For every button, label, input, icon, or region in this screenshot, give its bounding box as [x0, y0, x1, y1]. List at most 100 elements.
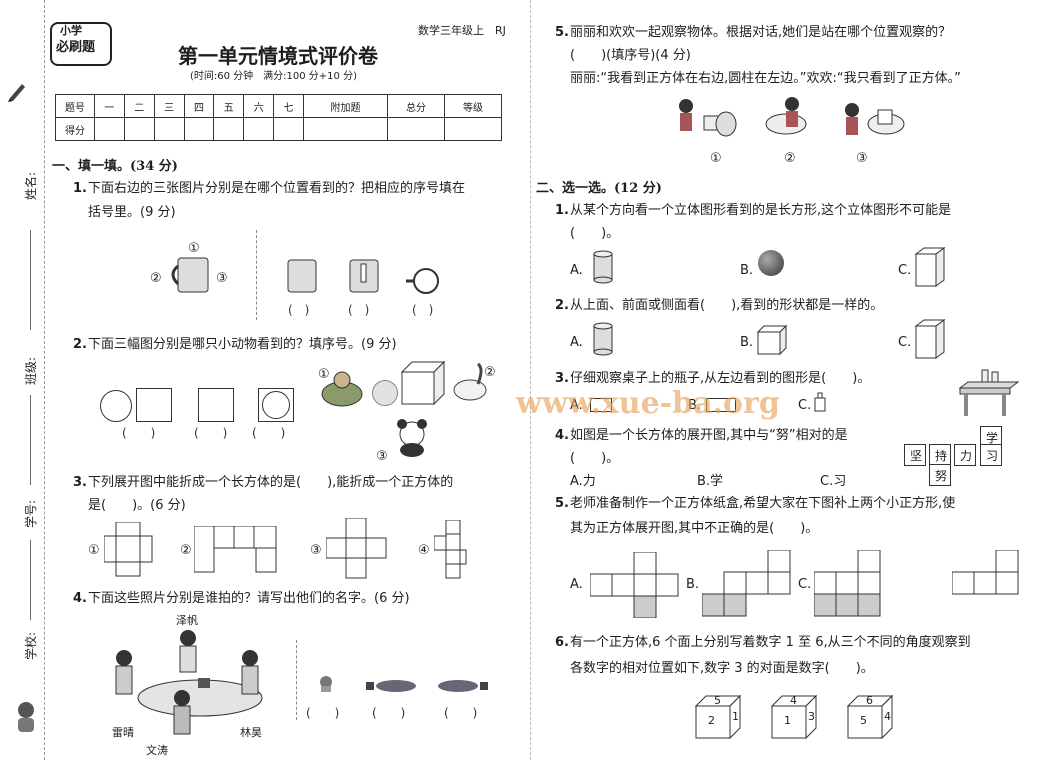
- s2-q1-text-2: ( )。: [570, 226, 620, 241]
- q4-blank-1[interactable]: ( ): [306, 706, 340, 720]
- panda-illustration: [392, 418, 432, 458]
- s2-q1-number: 1.: [555, 203, 569, 218]
- watermark: www.xue-ba.org: [516, 386, 780, 421]
- logo-line-2: 必刷题: [56, 40, 96, 55]
- cube-object: [400, 360, 446, 406]
- q3-number: 3.: [73, 475, 87, 490]
- s2-q3-option-c[interactable]: C.: [798, 398, 812, 413]
- net-cell: 努: [929, 464, 951, 486]
- score-header-cell: 五: [213, 94, 245, 118]
- q4-blank-2[interactable]: ( ): [372, 706, 406, 720]
- s2-q3-number: 3.: [555, 371, 569, 386]
- bottle-view-a: [590, 398, 612, 412]
- score-cell[interactable]: [387, 117, 445, 141]
- score-header-cell: 题号: [55, 94, 95, 118]
- net-4: [433, 519, 468, 580]
- logo-line-1: 小学: [60, 24, 82, 37]
- net-given: [951, 549, 1022, 596]
- q1-blank-1[interactable]: ( ): [288, 303, 310, 317]
- s2-q6-text-2: 各数字的相对位置如下,数字 3 的对面是数字( )。: [570, 661, 874, 676]
- cube-side-number: 1: [732, 710, 739, 723]
- score-header-cell: 三: [153, 94, 185, 118]
- s2-q3-option-b[interactable]: B.: [688, 398, 702, 413]
- q1-mark-3: ③: [216, 271, 228, 286]
- net-1: [103, 521, 154, 578]
- net-3: [325, 517, 392, 580]
- q2-mark-2: ②: [484, 365, 496, 380]
- cuboid-tall-shape: [914, 246, 946, 288]
- name-field-line: [30, 230, 31, 330]
- mug-view-top: [404, 266, 446, 296]
- s2-q5-option-b[interactable]: B.: [686, 577, 700, 592]
- q5-text-2: ( )(填序号)(4 分): [570, 48, 691, 63]
- s2-q2-option-c[interactable]: C.: [898, 335, 912, 350]
- score-cell[interactable]: [183, 117, 215, 141]
- mug-view-handle: [348, 258, 382, 294]
- s2-q5-option-a[interactable]: A.: [570, 577, 583, 592]
- q1-blank-2[interactable]: ( ): [348, 303, 370, 317]
- score-cell[interactable]: [123, 117, 155, 141]
- s2-q3-option-a[interactable]: A.: [570, 398, 583, 413]
- q2-blank-1[interactable]: ( ): [122, 426, 156, 440]
- q1-blank-3[interactable]: ( ): [412, 303, 434, 317]
- cube-side-number: 4: [884, 710, 891, 723]
- s2-q4-option-c[interactable]: C.习: [820, 474, 847, 489]
- net-option-b: [701, 549, 792, 618]
- score-cell[interactable]: [273, 117, 304, 141]
- kid-name-wentao: 文涛: [146, 744, 168, 757]
- s2-q2-option-b[interactable]: B.: [740, 335, 754, 350]
- kid-name-zefan: 泽帆: [176, 614, 198, 627]
- toy-photo-1: [316, 674, 336, 694]
- q2-blank-3[interactable]: ( ): [252, 426, 286, 440]
- cube-front-number: 1: [784, 714, 791, 727]
- id-field-line: [30, 540, 31, 620]
- s2-q2-number: 2.: [555, 298, 569, 313]
- s2-q4-option-b[interactable]: B.学: [697, 474, 724, 489]
- cylinder-shape: [592, 250, 616, 284]
- score-cell[interactable]: [302, 117, 389, 141]
- net-cell-text: 努: [935, 469, 948, 483]
- cube-front-number: 5: [860, 714, 867, 727]
- score-cell[interactable]: [213, 117, 245, 141]
- s2-q4-option-a[interactable]: A.力: [570, 474, 596, 489]
- score-cell[interactable]: [443, 117, 503, 141]
- q2-blank-2[interactable]: ( ): [194, 426, 228, 440]
- score-header-cell: 一: [94, 94, 125, 118]
- cube-shape: [756, 324, 788, 356]
- view-square-circle: [258, 388, 294, 422]
- q3-label-1: ①: [88, 543, 100, 558]
- s2-q1-option-a[interactable]: A.: [570, 263, 583, 278]
- score-cell[interactable]: [153, 117, 185, 141]
- mug-view-front: [286, 258, 320, 294]
- s2-q5-option-c[interactable]: C.: [798, 577, 812, 592]
- net-option-c: [813, 549, 884, 618]
- q5-mark-1: ①: [710, 151, 722, 166]
- s2-q2-option-a[interactable]: A.: [570, 335, 583, 350]
- section-2-heading: 二、选一选。(12 分): [536, 181, 662, 196]
- cuboid-tall-shape-2: [914, 318, 946, 360]
- q3-text-2: 是( )。(6 分): [88, 498, 186, 513]
- s2-q1-option-c[interactable]: C.: [898, 263, 912, 278]
- net-2: [193, 525, 278, 574]
- net-cell: 学: [980, 426, 1002, 448]
- goose-illustration: [448, 360, 492, 406]
- s2-q4-number: 4.: [555, 428, 569, 443]
- score-table-score-row: 得分: [55, 117, 503, 141]
- score-header-cell: 六: [243, 94, 275, 118]
- subject-label: 数学三年级上 RJ: [418, 24, 506, 37]
- q4-number: 4.: [73, 591, 87, 606]
- score-cell[interactable]: [243, 117, 275, 141]
- view-circle: [100, 390, 132, 422]
- net-cell: 习: [980, 444, 1002, 466]
- ball-object: [372, 380, 398, 406]
- q5-text-1: 丽丽和欢欢一起观察物体。根据对话,她们是站在哪个位置观察的？: [570, 25, 952, 40]
- q5-mark-3: ③: [856, 151, 868, 166]
- s2-q1-option-b[interactable]: B.: [740, 263, 754, 278]
- column-divider: [530, 0, 531, 760]
- toy-photo-2: [366, 676, 418, 694]
- q5-mark-2: ②: [784, 151, 796, 166]
- q4-blank-3[interactable]: ( ): [444, 706, 478, 720]
- binding-line: [44, 0, 45, 760]
- q5-text-3: 丽丽:“我看到正方体在右边,圆柱在左边。”欢欢:“我只看到了正方体。”: [570, 71, 961, 86]
- score-cell[interactable]: [94, 117, 125, 141]
